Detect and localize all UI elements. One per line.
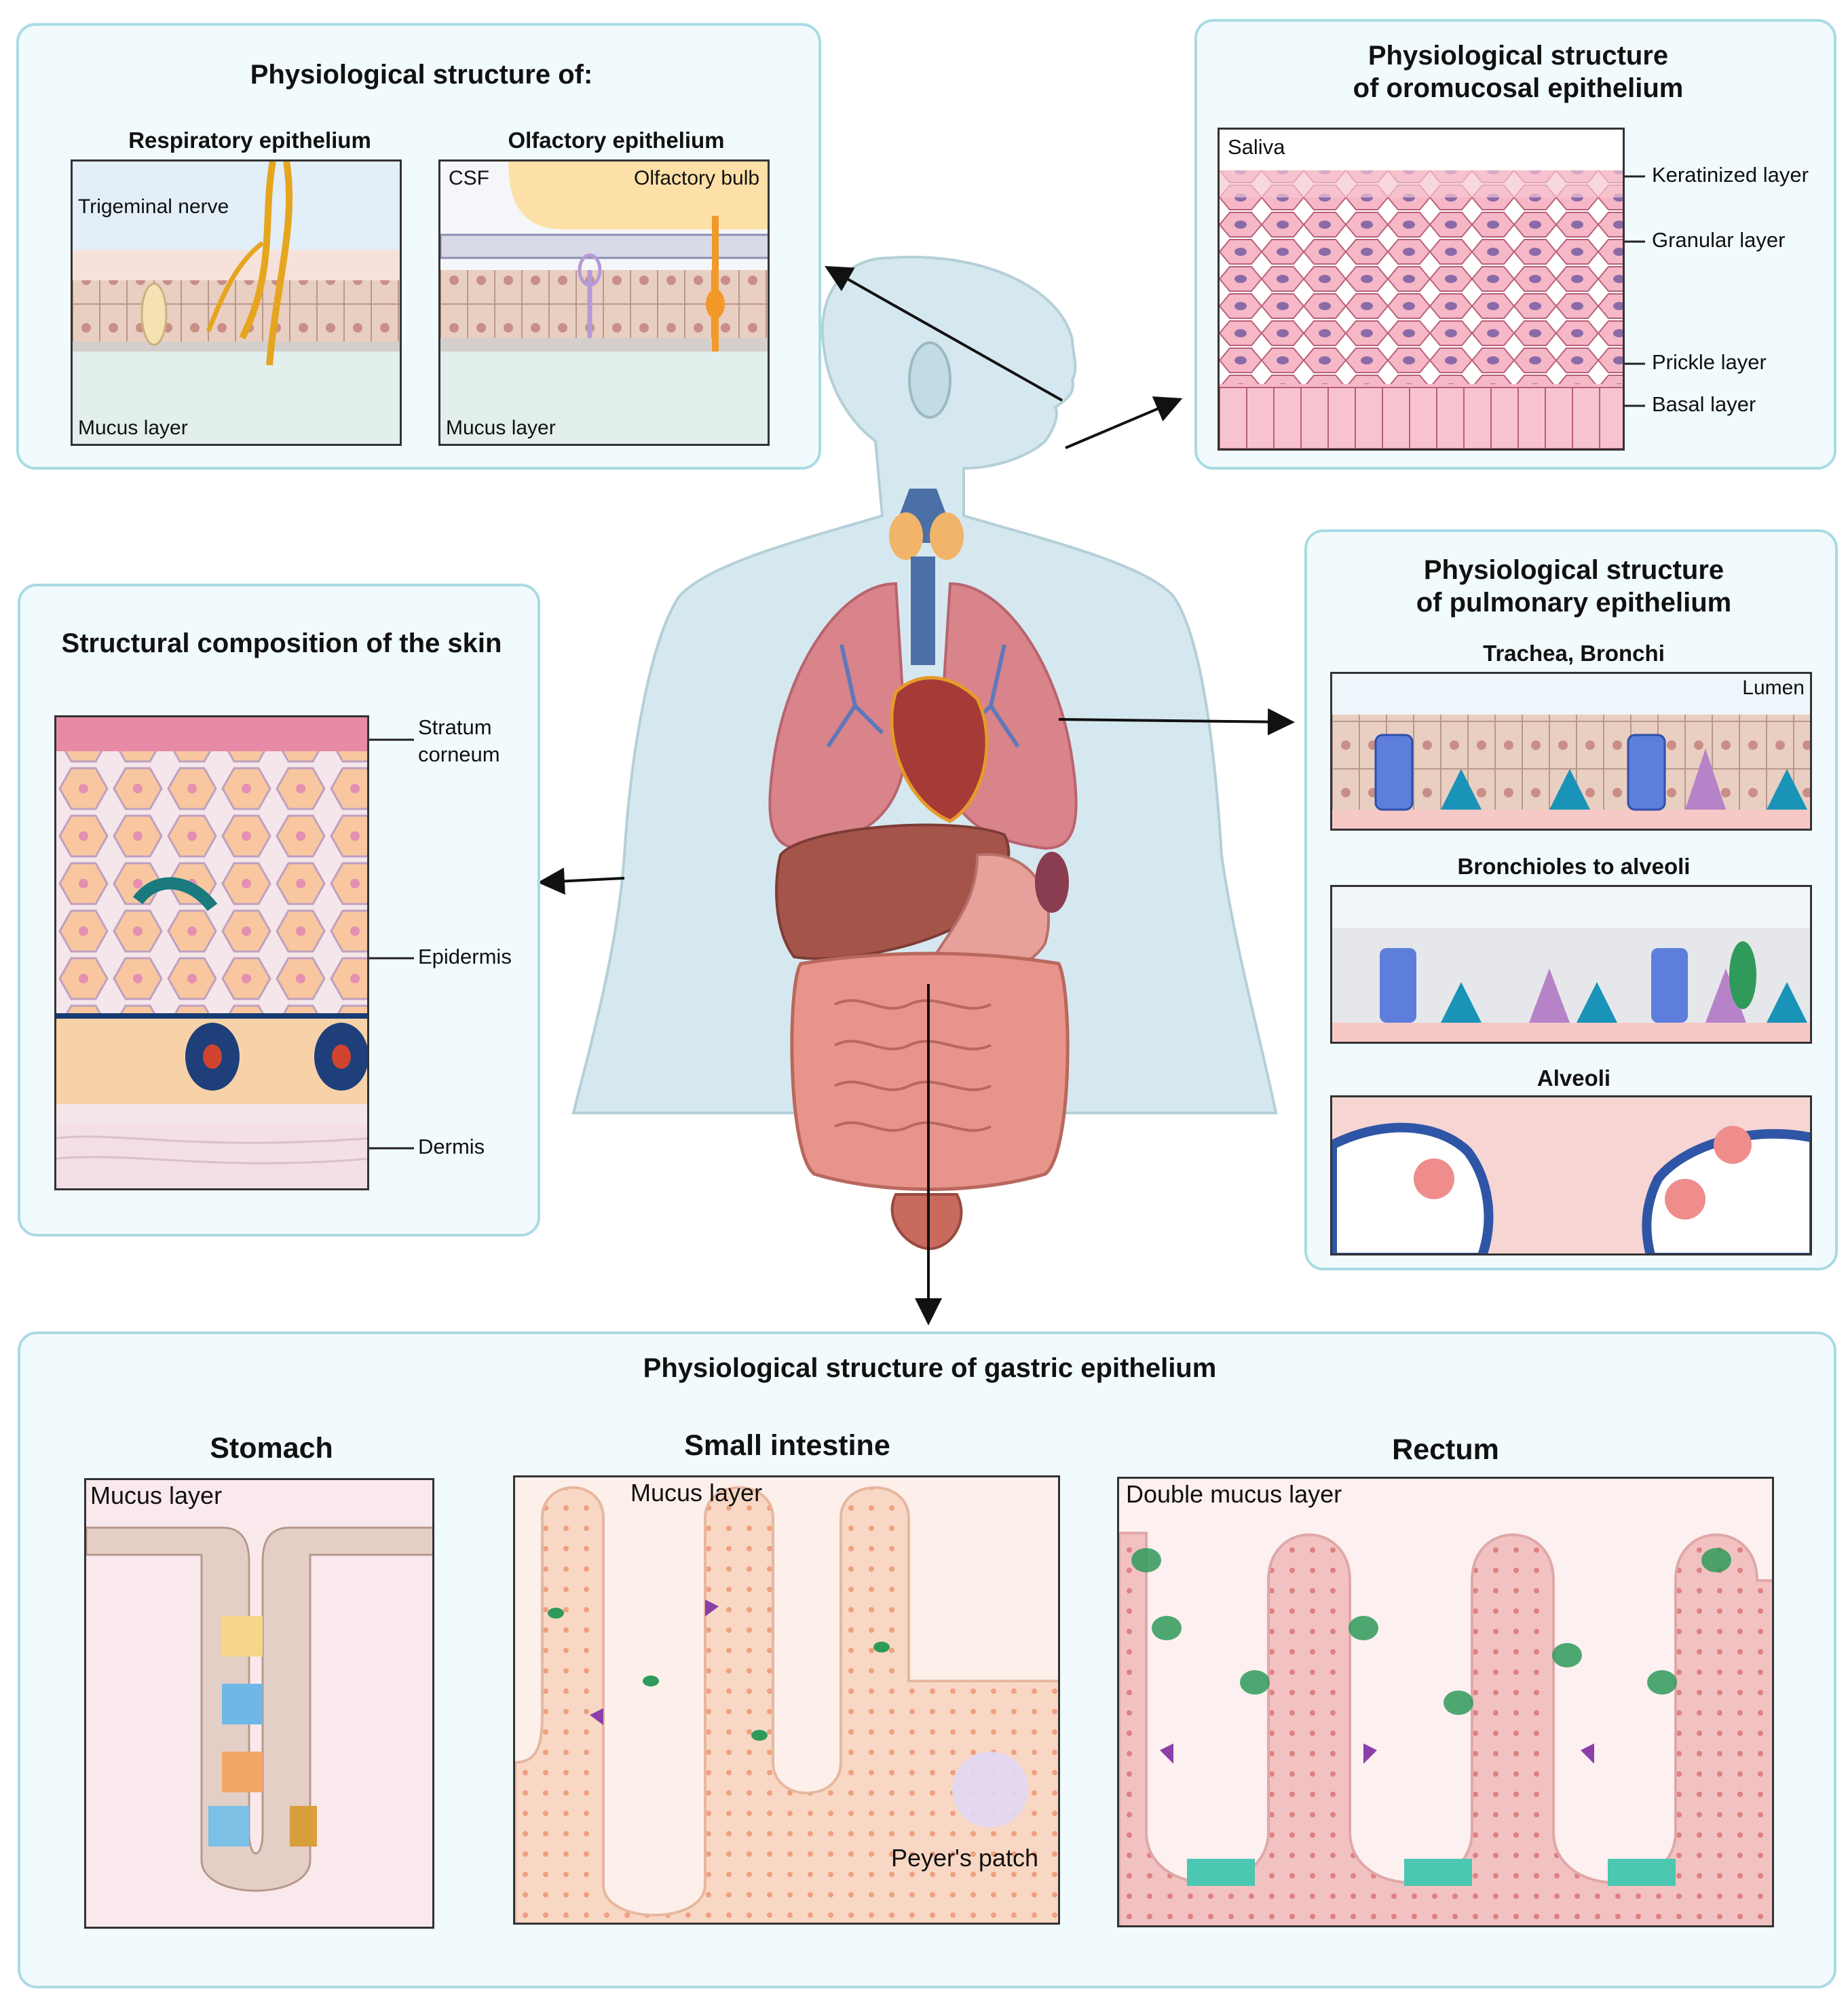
respiratory-cells-art: [73, 162, 400, 444]
respiratory-epithelium-box: Trigeminal nerve Mucus layer: [71, 159, 402, 446]
olfactory-epithelium-box: CSF Olfactory bulb Mucus layer: [438, 159, 770, 446]
saliva-label: Saliva: [1228, 135, 1285, 159]
oromucosal-tissue-box: Saliva: [1218, 128, 1625, 451]
oromucosal-epithelium-panel: Physiological structure of oromucosal ep…: [1194, 19, 1836, 470]
gastric-panel-title: Physiological structure of gastric epith…: [643, 1353, 1217, 1383]
trachea-organ: [889, 489, 964, 665]
oromucosal-cells-art: [1220, 170, 1623, 449]
alveoli-tissue-box: [1330, 1095, 1812, 1255]
skin-cells-art: [56, 717, 367, 1188]
alveoli-cells-art: [1332, 1122, 1810, 1253]
bronchioles-tissue-box: [1330, 885, 1812, 1044]
peyers-patch-label: Peyer's patch: [891, 1844, 1038, 1872]
oromucosal-title-line1: Physiological structure: [1368, 41, 1669, 71]
stomach-title: Stomach: [210, 1432, 333, 1465]
olfactory-cells-art: [440, 162, 768, 444]
dermis-label: Dermis: [418, 1135, 485, 1158]
nasal-epithelium-panel: Physiological structure of: Respiratory …: [16, 23, 821, 470]
rectum-mucus-label: Double mucus layer: [1126, 1480, 1342, 1508]
bronchioles-title: Bronchioles to alveoli: [1457, 854, 1691, 879]
rectum-title: Rectum: [1392, 1433, 1499, 1466]
small-intestine-cells-art: [515, 1486, 1058, 1923]
rectum-cells-art: [1119, 1532, 1772, 1925]
stomach-mucus-label: Mucus layer: [90, 1481, 223, 1509]
trigeminal-nerve-label: Trigeminal nerve: [78, 195, 229, 218]
olfactory-mucus-label: Mucus layer: [446, 417, 556, 439]
csf-label: CSF: [449, 167, 489, 189]
stomach-tissue-box: Mucus layer: [84, 1478, 434, 1929]
trachea-tissue-box: Lumen: [1330, 672, 1812, 831]
skin-tissue-box: [54, 715, 369, 1190]
lumen-label: Lumen: [1742, 677, 1805, 699]
connector-arrows: [538, 266, 1295, 1325]
alveoli-title: Alveoli: [1536, 1065, 1611, 1091]
keratinized-layer-label: Keratinized layer: [1652, 163, 1809, 187]
stratum-corneum-label-2: corneum: [418, 742, 500, 766]
gastric-panel: Physiological structure of gastric epith…: [18, 1331, 1836, 1988]
oromucosal-title-line2: of oromucosal epithelium: [1353, 73, 1684, 103]
respiratory-epithelium-title: Respiratory epithelium: [128, 128, 371, 153]
pulmonary-title-line2: of pulmonary epithelium: [1416, 588, 1732, 618]
skin-panel-title: Structural composition of the skin: [61, 628, 502, 658]
small-intestine-mucus-label: Mucus layer: [630, 1479, 763, 1507]
oromucosal-leader-lines: [1625, 175, 1645, 407]
basal-layer-label: Basal layer: [1652, 392, 1756, 416]
stomach-cells-art: [86, 1480, 432, 1927]
small-intestine-tissue-box: Mucus layer Peyer's patch: [513, 1475, 1060, 1925]
bronchioles-cells-art: [1332, 928, 1810, 1042]
prickle-layer-label: Prickle layer: [1652, 350, 1767, 374]
olfactory-bulb-label: Olfactory bulb: [634, 167, 760, 189]
trachea-bronchi-title: Trachea, Bronchi: [1483, 641, 1665, 666]
pulmonary-panel: Physiological structure of pulmonary epi…: [1304, 529, 1838, 1270]
pulmonary-title-line1: Physiological structure: [1423, 555, 1724, 585]
heart-organ: [890, 676, 989, 823]
nasal-panel-title: Physiological structure of:: [250, 60, 593, 90]
rectum-tissue-box: Double mucus layer: [1117, 1477, 1774, 1927]
epidermis-label: Epidermis: [418, 945, 512, 968]
small-intestine-title: Small intestine: [684, 1429, 890, 1462]
olfactory-epithelium-title: Olfactory epithelium: [508, 128, 725, 153]
trachea-cells-art: [1332, 715, 1810, 829]
skin-panel: Structural composition of the skin: [18, 584, 540, 1236]
skin-leader-lines: [369, 738, 414, 1150]
granular-layer-label: Granular layer: [1652, 228, 1786, 252]
stratum-corneum-label-1: Stratum: [418, 715, 492, 739]
respiratory-mucus-label: Mucus layer: [78, 417, 188, 439]
